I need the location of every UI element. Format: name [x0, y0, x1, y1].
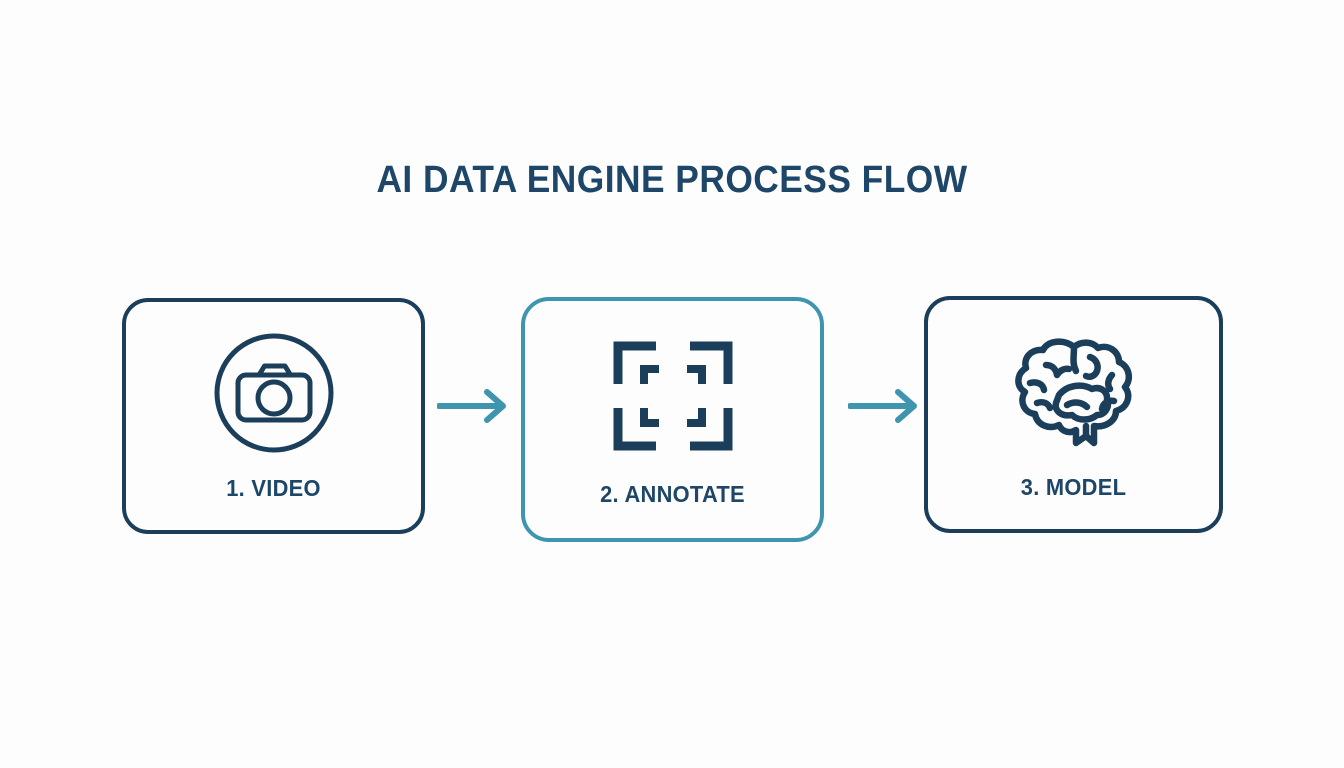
step-label-annotate: 2. ANNOTATE [600, 481, 745, 507]
step-label-video: 1. VIDEO [226, 475, 321, 501]
step-card-video[interactable]: 1. VIDEO [122, 298, 425, 534]
camera-in-circle-icon [126, 328, 421, 458]
arrow-right-icon: arrow-right-icon [436, 384, 516, 428]
process-flow-row: 1. VIDEO arrow-right-icon [0, 290, 1344, 542]
arrow-1-description: arrow-right-icon [515, 384, 516, 385]
step-card-annotate[interactable]: 2. ANNOTATE [521, 297, 824, 542]
step-label-model: 3. MODEL [1020, 474, 1127, 500]
brain-icon [928, 328, 1219, 458]
arrow-right-icon: arrow-right-icon [847, 384, 926, 428]
crop-corners-icon [525, 331, 820, 461]
step-card-model[interactable]: 3. MODEL [924, 296, 1223, 533]
page-title: AI DATA ENGINE PROCESS FLOW [376, 159, 968, 201]
